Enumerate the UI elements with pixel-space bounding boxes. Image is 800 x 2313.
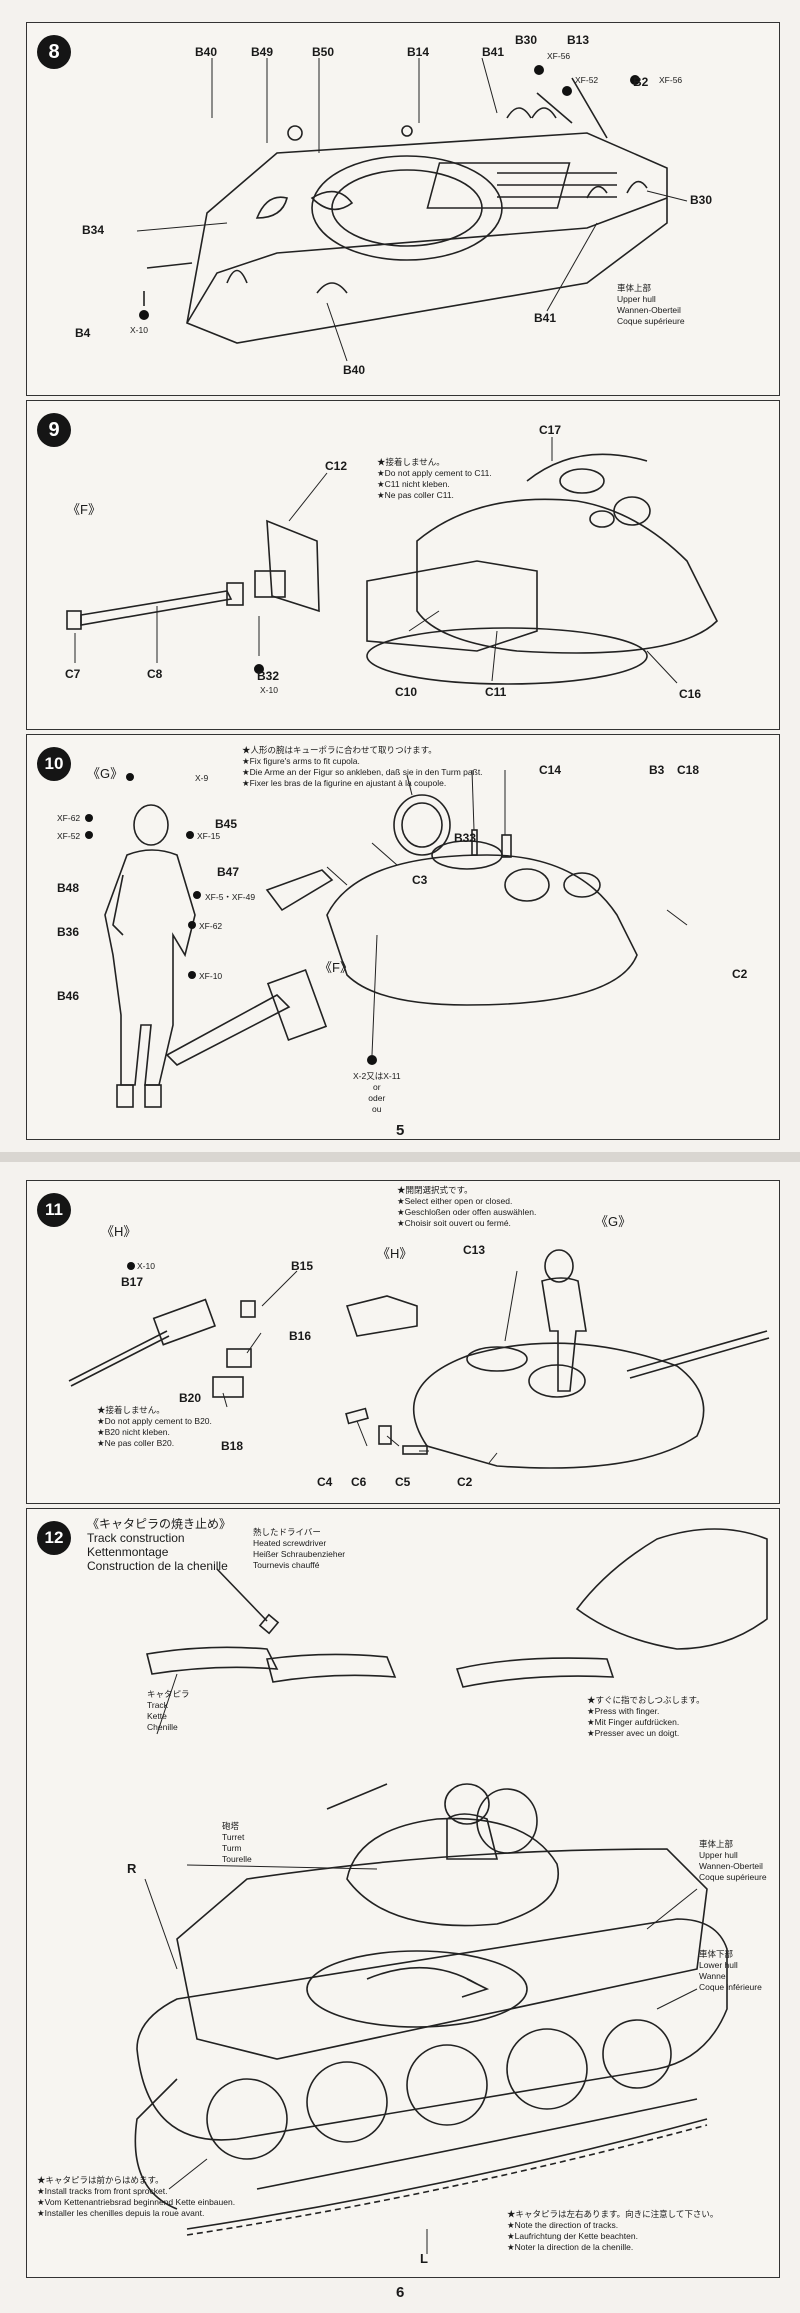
group-h-label-2: 《H》: [377, 1246, 413, 1261]
label-b3: B3: [649, 763, 665, 777]
label-c16: C16: [679, 687, 702, 701]
label-c4: C4: [317, 1475, 333, 1489]
step-12-panel: 12 《キャタピラの焼き止め》 Track construction Kette…: [26, 1508, 780, 2278]
b20-cement-note: ★接着しません。 ★Do not apply cement to B20. ★B…: [97, 1405, 212, 1448]
track-direction-note: ★キャタピラは左右あります。向きに注意して下さい。 ★Note the dire…: [507, 2209, 719, 2252]
upper-hull-caption: 車体上部 Upper hull Wannen-Oberteil Coque su…: [617, 283, 685, 326]
paint-xf62-body: XF-62: [199, 921, 223, 931]
label-b18: B18: [221, 1439, 244, 1453]
label-b32: B32: [257, 669, 280, 683]
track-construction-title: 《キャタピラの焼き止め》 Track construction Kettenmo…: [87, 1517, 232, 1573]
paint-x10: X-10: [137, 1261, 155, 1271]
label-c3: C3: [412, 873, 428, 887]
label-b36: B36: [57, 925, 80, 939]
step-12-number: 12: [37, 1521, 71, 1555]
label-b40-bottom: B40: [343, 363, 366, 377]
label-c10: C10: [395, 685, 418, 699]
label-c11: C11: [485, 685, 507, 699]
upper-hull-caption: 車体上部 Upper hull Wannen-Oberteil Coque su…: [699, 1839, 767, 1882]
label-c5: C5: [395, 1475, 411, 1489]
label-b17: B17: [121, 1275, 144, 1289]
group-g-label: 《G》: [595, 1214, 632, 1229]
label-c12: C12: [325, 459, 348, 473]
step-8-number: 8: [37, 35, 71, 69]
paint-xf15: XF-15: [197, 831, 221, 841]
label-c18: C18: [677, 763, 700, 777]
label-c8: C8: [147, 667, 163, 681]
group-h-label: 《H》: [101, 1224, 137, 1239]
group-g-label: 《G》: [87, 766, 124, 781]
paint-xf56-right: XF-56: [659, 75, 683, 85]
upper-hull-drawing: [136, 57, 688, 362]
heated-screwdriver-caption: 熱したドライバー Heated screwdriver Heißer Schra…: [253, 1527, 346, 1570]
label-c7: C7: [65, 667, 81, 681]
page-5: 8: [0, 0, 800, 1152]
label-c6: C6: [351, 1475, 367, 1489]
label-c13: C13: [463, 1243, 486, 1257]
paint-choice-note: X-2又はX-11 or oder ou: [353, 1071, 401, 1114]
paint-xf62-head: XF-62: [57, 813, 81, 823]
mg-and-turret-drawing: [68, 1249, 770, 1469]
turret-caption: 砲塔 Turret Turm Tourelle: [222, 1821, 252, 1864]
label-b20: B20: [179, 1391, 202, 1405]
step-9-number: 9: [37, 413, 71, 447]
label-b2: B2: [633, 75, 649, 89]
turret-gun-drawing: [66, 437, 718, 685]
group-f-label: 《F》: [67, 502, 101, 517]
paint-xf52: XF-52: [575, 75, 599, 85]
label-b41-bottom: B41: [534, 311, 557, 325]
label-c14: C14: [539, 763, 562, 777]
step-10-panel: 10 《G》 ★人形の腕はキューポラに合わせて取りつけます。 ★Fix figu…: [26, 734, 780, 1140]
paint-xf10: XF-10: [199, 971, 223, 981]
install-tracks-note: ★キャタピラは前からはめます。 ★Install tracks from fro…: [37, 2175, 236, 2218]
group-f-label: 《F》: [319, 960, 353, 975]
label-b34: B34: [82, 223, 105, 237]
paint-x10: X-10: [260, 685, 278, 695]
step-10-number: 10: [37, 747, 71, 781]
final-assembly-drawing: [134, 1528, 768, 2254]
label-b48: B48: [57, 881, 80, 895]
page-number-6: 6: [396, 2284, 405, 2301]
paint-xf5-xf49: XF-5・XF-49: [205, 892, 256, 902]
track-caption: キャタピラ Track Kette Chenille: [147, 1689, 190, 1732]
label-side-l: L: [420, 2251, 428, 2266]
label-b47: B47: [217, 865, 240, 879]
figure-and-turret-drawing: [85, 769, 688, 1108]
paint-xf52: XF-52: [57, 831, 81, 841]
label-b15: B15: [291, 1259, 314, 1273]
step-11-panel: 11 《H》 《G》 《H》 ★開閉選択式です。 ★Select either …: [26, 1180, 780, 1504]
paint-x10: X-10: [130, 325, 148, 335]
step-9-panel: 9 《F》: [26, 400, 780, 730]
label-c2: C2: [457, 1475, 473, 1489]
label-b50: B50: [312, 45, 335, 59]
open-closed-note: ★開閉選択式です。 ★Select either open or closed.…: [397, 1185, 537, 1228]
page-number-5: 5: [396, 1122, 405, 1139]
label-b30-right: B30: [690, 193, 713, 207]
paint-xf56-top: XF-56: [547, 51, 571, 61]
page-6: 11 《H》 《G》 《H》 ★開閉選択式です。 ★Select either …: [0, 1162, 800, 2313]
label-side-r: R: [127, 1861, 137, 1876]
label-c2: C2: [732, 967, 748, 981]
label-b46: B46: [57, 989, 80, 1003]
label-b49: B49: [251, 45, 274, 59]
paint-x9: X-9: [195, 773, 209, 783]
label-b13: B13: [567, 33, 590, 47]
step-11-number: 11: [37, 1193, 71, 1227]
lower-hull-caption: 車体下部 Lower hull Wanne Coque inférieure: [699, 1949, 762, 1992]
label-b30: B30: [515, 33, 538, 47]
figure-arms-note: ★人形の腕はキューポラに合わせて取りつけます。 ★Fix figure's ar…: [242, 745, 483, 788]
label-b41: B41: [482, 45, 505, 59]
press-with-finger-note: ★すぐに指でおしつぶします。 ★Press with finger. ★Mit …: [587, 1695, 705, 1738]
label-b33: B33: [454, 831, 477, 845]
label-b14: B14: [407, 45, 430, 59]
c11-cement-note: ★接着しません。 ★Do not apply cement to C11. ★C…: [377, 457, 492, 500]
step-8-panel: 8: [26, 22, 780, 396]
label-b4: B4: [75, 326, 91, 340]
label-b45: B45: [215, 817, 238, 831]
label-c17: C17: [539, 423, 562, 437]
label-b40: B40: [195, 45, 218, 59]
label-b16: B16: [289, 1329, 312, 1343]
